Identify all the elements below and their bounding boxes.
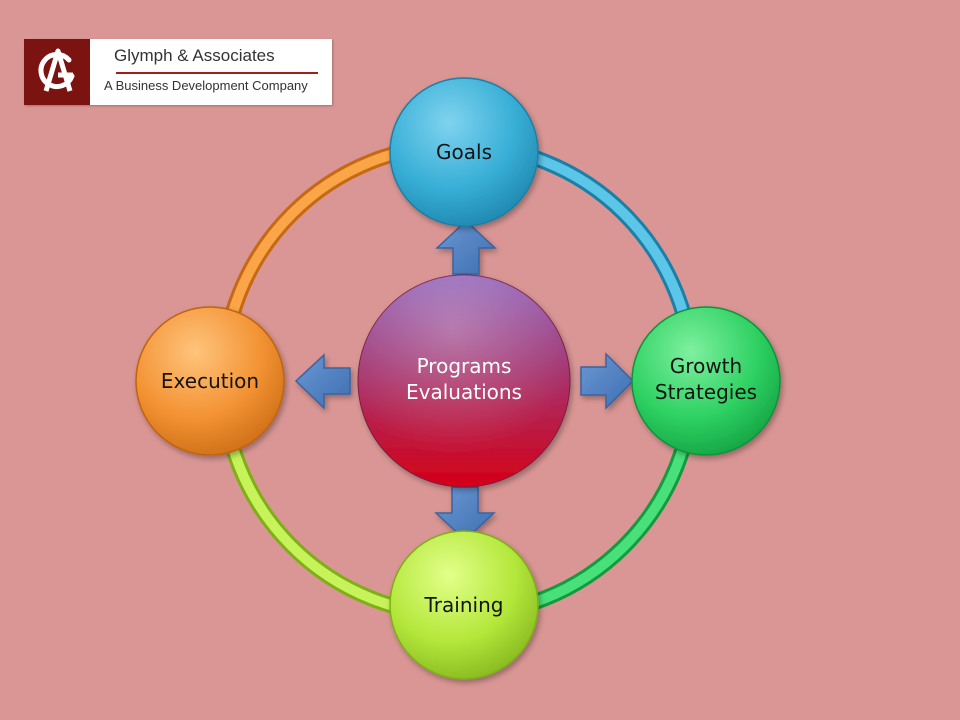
center-label-line2: Evaluations xyxy=(406,380,522,404)
arrow-left-icon xyxy=(294,353,351,410)
logo-divider xyxy=(116,72,318,74)
node-training-label: Training xyxy=(424,593,504,617)
arrow-up-icon xyxy=(435,219,497,275)
company-logo: Glymph & Associates A Business Developme… xyxy=(24,39,332,105)
node-growth-label-line2: Strategies xyxy=(655,380,757,404)
logo-monogram xyxy=(24,39,90,105)
company-name: Glymph & Associates xyxy=(114,46,275,65)
arrow-down-icon xyxy=(434,486,496,542)
ga-monogram-icon xyxy=(38,48,75,92)
node-goals xyxy=(389,77,539,227)
node-growth-strategies xyxy=(631,306,781,456)
center-node xyxy=(357,274,571,488)
center-label-line1: Programs xyxy=(417,354,512,378)
node-goals-label: Goals xyxy=(436,140,492,164)
company-tagline: A Business Development Company xyxy=(104,78,308,93)
node-execution xyxy=(135,306,285,456)
node-execution-label: Execution xyxy=(161,369,259,393)
direction-arrows xyxy=(294,219,635,542)
arrow-right-icon xyxy=(580,352,635,410)
node-growth-label-line1: Growth xyxy=(670,354,742,378)
node-training xyxy=(389,530,539,680)
